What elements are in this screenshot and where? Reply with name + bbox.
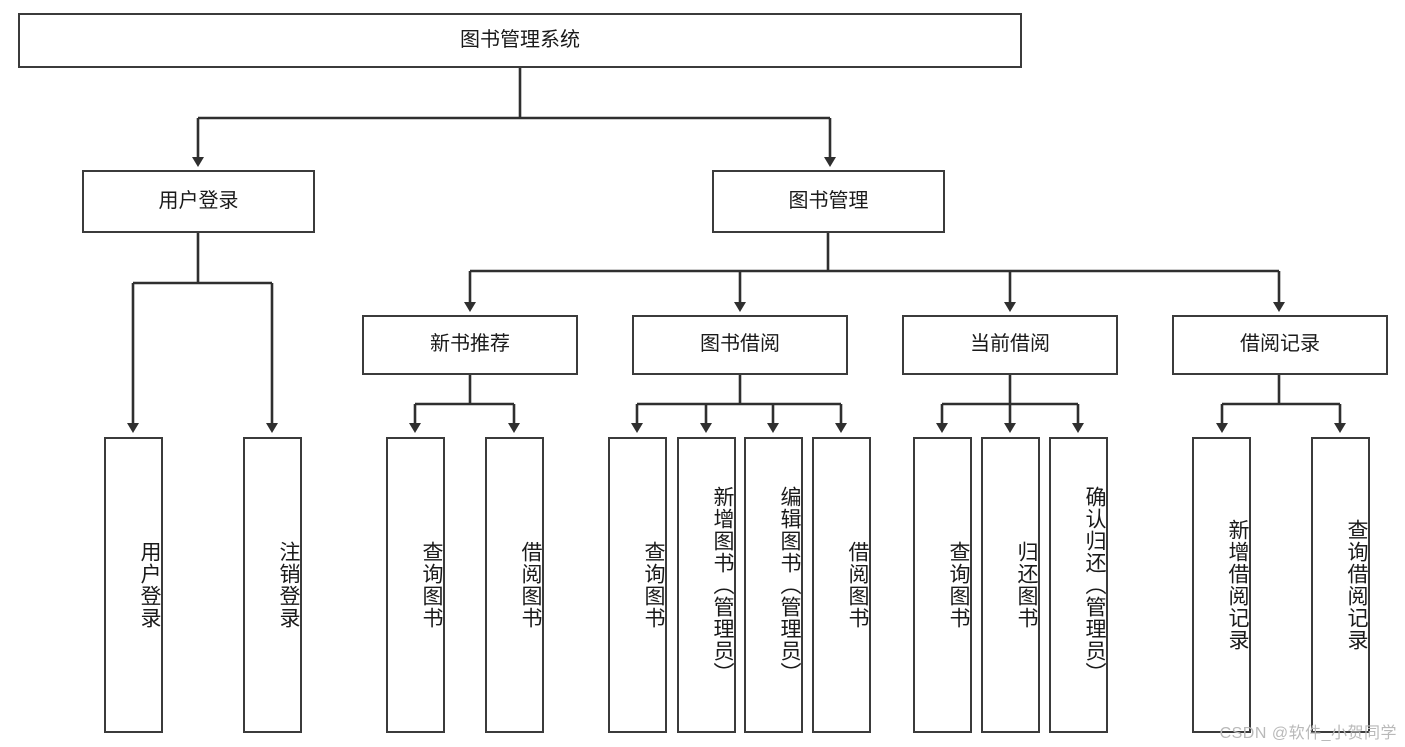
leaf-record-query-record[interactable]: 查询借阅记录 [1311, 437, 1370, 733]
watermark: CSDN @软件_小贺同学 [1219, 725, 1397, 742]
node-label: 注销登录 [277, 541, 300, 629]
node-borrow-record[interactable]: 借阅记录 [1172, 315, 1388, 375]
node-label: 用户登录 [158, 189, 239, 212]
node-label: 查询图书 [642, 541, 665, 629]
node-label: 编辑图书（管理员） [778, 486, 801, 684]
node-new-book-recommend[interactable]: 新书推荐 [362, 315, 578, 375]
node-label: 图书管理系统 [460, 28, 580, 51]
node-label: 查询借阅记录 [1345, 519, 1368, 651]
leaf-recommend-borrow-book[interactable]: 借阅图书 [485, 437, 544, 733]
node-label: 新增借阅记录 [1226, 519, 1249, 651]
leaf-borrow-borrow-book[interactable]: 借阅图书 [812, 437, 871, 733]
leaf-borrow-add-book[interactable]: 新增图书（管理员） [677, 437, 736, 733]
leaf-current-query-book[interactable]: 查询图书 [913, 437, 972, 733]
leaf-user-login-logout[interactable]: 注销登录 [243, 437, 302, 733]
node-book-borrow[interactable]: 图书借阅 [632, 315, 848, 375]
leaf-current-confirm-return[interactable]: 确认归还（管理员） [1049, 437, 1108, 733]
node-root-system[interactable]: 图书管理系统 [18, 13, 1022, 68]
node-label: 图书借阅 [700, 333, 780, 356]
node-current-borrow[interactable]: 当前借阅 [902, 315, 1118, 375]
node-label: 当前借阅 [970, 333, 1050, 356]
node-label: 归还图书 [1015, 541, 1038, 629]
node-label: 查询图书 [947, 541, 970, 629]
node-label: 借阅图书 [519, 541, 542, 629]
node-label: 新增图书（管理员） [711, 486, 734, 684]
node-user-login[interactable]: 用户登录 [82, 170, 315, 233]
node-book-management[interactable]: 图书管理 [712, 170, 945, 233]
node-label: 确认归还（管理员） [1083, 486, 1106, 684]
leaf-borrow-edit-book[interactable]: 编辑图书（管理员） [744, 437, 803, 733]
node-label: 查询图书 [420, 541, 443, 629]
node-label: 借阅记录 [1240, 333, 1320, 356]
node-label: 用户登录 [138, 541, 161, 629]
node-label: 新书推荐 [430, 333, 510, 356]
node-label: 借阅图书 [846, 541, 869, 629]
leaf-borrow-query-book[interactable]: 查询图书 [608, 437, 667, 733]
leaf-recommend-query-book[interactable]: 查询图书 [386, 437, 445, 733]
leaf-current-return-book[interactable]: 归还图书 [981, 437, 1040, 733]
leaf-user-login-login[interactable]: 用户登录 [104, 437, 163, 733]
leaf-record-add-record[interactable]: 新增借阅记录 [1192, 437, 1251, 733]
node-label: 图书管理 [788, 189, 869, 212]
